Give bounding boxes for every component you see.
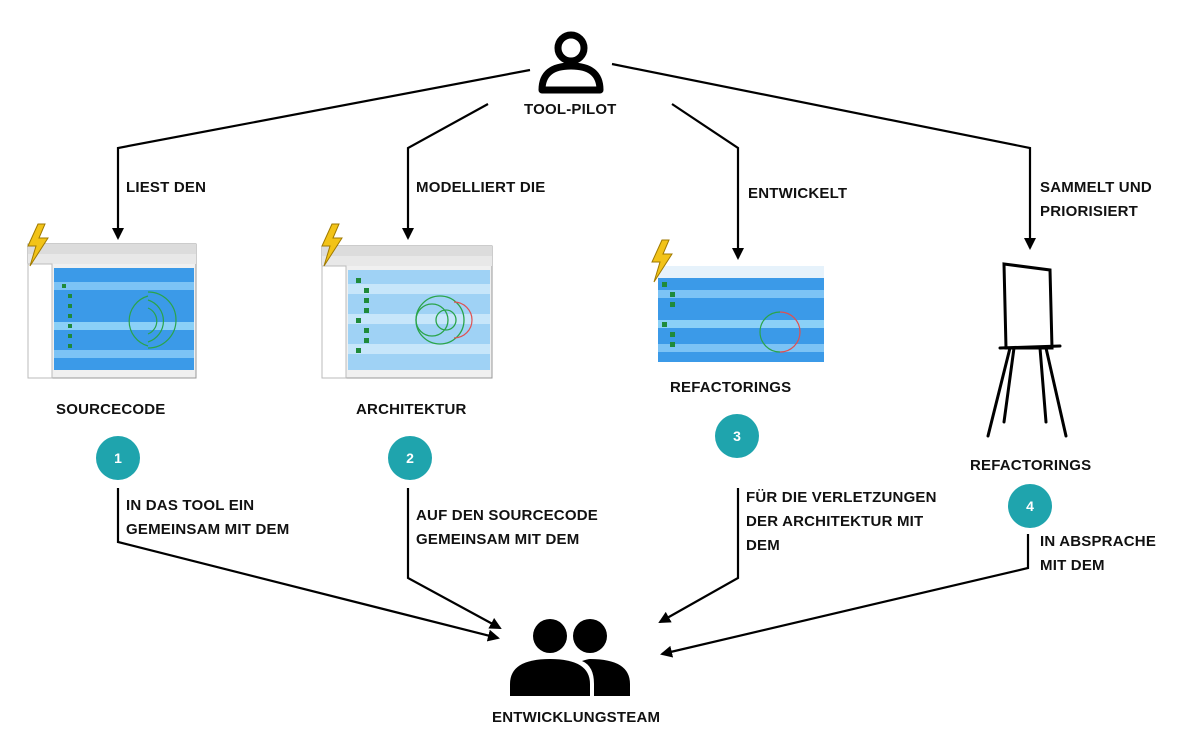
arrow-step4-to-team [660,534,1030,658]
lightning-bolt-icon [651,239,673,283]
arrow-pilot-to-refactorings [671,103,744,260]
team-label: ENTWICKLUNGSTEAM [492,709,661,726]
arrow-step3-to-team [658,488,740,623]
lightning-bolt-icon [27,223,49,267]
step4-bottom-line-1: IN ABSPRACHE [1040,533,1157,550]
lightning-bolt-icon [321,223,343,267]
step4-bottom-line-2: MIT DEM [1040,557,1105,574]
step3-badge: 3 [715,414,759,458]
step3-bottom-line-2: DER ARCHITEKTUR MIT [746,513,924,530]
step1-bottom-line-1: IN DAS TOOL EIN [126,497,255,514]
step2-bottom-line-2: GEMEINSAM MIT DEM [416,531,580,548]
step2-bottom-line-1: AUF DEN SOURCECODE [416,507,598,524]
arrow-step2-to-team [406,488,502,629]
step3-top-label: ENTWICKELT [748,185,848,202]
arrow-step1-to-team [116,488,500,642]
arrow-pilot-to-architektur [402,103,489,240]
step1-object-label: SOURCECODE [56,401,166,418]
flipchart-icon [986,262,1068,438]
step3-bottom-line-3: DEM [746,537,780,554]
step2-object-label: ARCHITEKTUR [356,401,467,418]
step1-badge: 1 [96,436,140,480]
pilot-label: TOOL-PILOT [524,101,617,118]
step4-object-label: REFACTORINGS [970,457,1092,474]
tool-screenshot-architektur [321,223,493,379]
step4-top-label-1: SAMMELT UND [1040,179,1152,196]
step2-top-label: MODELLIERT DIE [416,179,546,196]
step1-top-label: LIEST DEN [126,179,207,196]
step2-badge: 2 [388,436,432,480]
step4-badge: 4 [1008,484,1052,528]
tool-screenshot-sourcecode [27,223,197,379]
tool-screenshot-refactorings [651,239,824,362]
step3-object-label: REFACTORINGS [670,379,792,396]
step4-top-label-2: PRIORISIERT [1040,203,1139,220]
arrow-pilot-to-sourcecode [112,68,531,240]
step3-bottom-line-1: FÜR DIE VERLETZUNGEN [746,489,937,506]
arrow-pilot-to-flipchart [611,62,1036,250]
step1-bottom-line-2: GEMEINSAM MIT DEM [126,521,290,538]
